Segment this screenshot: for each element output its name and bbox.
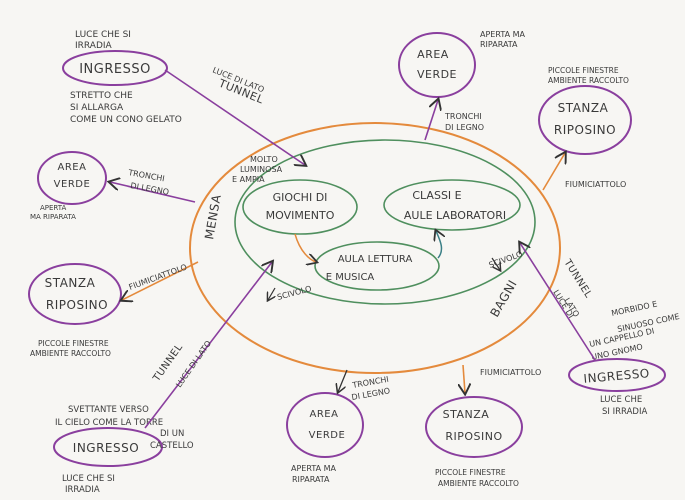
classi-node-outline	[383, 179, 521, 231]
stanza-bottom-note: PICCOLE FINESTRE	[435, 468, 506, 477]
center-note: E AMPIA	[232, 175, 265, 184]
stanza-left-edge-label: FIUMICIATTOLO	[128, 262, 189, 291]
ingresso-bottom-left-note: IL CIELO COME LA TORRE	[55, 418, 163, 428]
ingresso-right-note: LUCE CHE	[600, 395, 642, 405]
ingresso-bottom-left-edge	[144, 262, 272, 429]
ingresso-bottom-left-note: LUCE CHE SI	[62, 474, 115, 484]
ingresso-right-edge	[520, 243, 596, 361]
center-note: LUMINOSA	[240, 165, 283, 174]
aula-node-outline	[314, 241, 440, 291]
ingresso-bottom-left-label: INGRESSO	[73, 441, 139, 455]
area-verde-top-note: RIPARATA	[480, 40, 518, 49]
giochi-label: MOVIMENTO	[266, 209, 335, 222]
area-verde-top-note: APERTA MA	[480, 30, 526, 39]
ingresso-top-note: IRRADIA	[75, 41, 113, 51]
center-note: MOLTO	[250, 155, 278, 164]
stanza-top-right-label: STANZA	[558, 101, 609, 115]
area-verde-top-label: VERDE	[417, 68, 457, 81]
stanza-left-outline	[28, 263, 122, 325]
bagni-label: BAGNI	[487, 277, 519, 319]
stanza-bottom-edge-label: FIUMICIATTOLO	[480, 368, 541, 377]
stanza-top-right-outline	[538, 85, 632, 155]
stanza-bottom-label: RIPOSINO	[445, 430, 502, 443]
ingresso-top-note: COME UN CONO GELATO	[70, 115, 182, 125]
area-verde-top-label: AREA	[417, 48, 449, 61]
ingresso-right-note: SI IRRADIA	[602, 407, 647, 417]
area-verde-left-edge-label: DI LEGNO	[130, 181, 170, 197]
ingresso-top-outline	[62, 50, 168, 86]
scivolo-right-arrow	[491, 257, 500, 270]
area-verde-left-note: APERTA	[40, 204, 67, 212]
learning-area-outline	[234, 139, 536, 305]
area-verde-top-edge	[424, 100, 438, 141]
giochi-node-outline	[242, 179, 358, 235]
area-verde-bottom-note: RIPARATA	[292, 475, 330, 484]
stanza-left-edge	[122, 261, 199, 300]
giochi-to-aula-arrow	[294, 233, 316, 262]
ingresso-right-label: INGRESSO	[583, 366, 650, 386]
ingresso-bottom-left-note: SVETTANTE VERSO	[68, 405, 149, 415]
giochi-label: GIOCHI DI	[273, 191, 328, 204]
aula-label: AULA LETTURA	[338, 254, 413, 265]
classi-label: AULE LABORATORI	[404, 209, 506, 222]
stanza-top-right-edge	[542, 153, 565, 191]
stanza-top-right-note: AMBIENTE RACCOLTO	[548, 76, 629, 85]
stanza-left-label: STANZA	[45, 276, 96, 290]
mensa-label: MENSA	[202, 193, 224, 240]
area-verde-top-outline	[398, 32, 476, 98]
area-verde-left-outline	[37, 151, 107, 205]
area-verde-top-edge-label: TRONCHI	[444, 112, 482, 121]
ingresso-right-note: MORBIDO E	[611, 299, 659, 318]
ingresso-top-label: INGRESSO	[79, 62, 151, 77]
scivolo-right-label: SCIVOLO	[488, 249, 524, 269]
aula-label: E MUSICA	[326, 272, 375, 283]
ingresso-bottom-left-note: DI UN	[160, 429, 184, 439]
school-outline	[189, 122, 561, 374]
stanza-top-right-edge-label: FIUMICIATTOLO	[565, 180, 626, 189]
stanza-bottom-edge	[463, 364, 465, 393]
ingresso-top-edge	[164, 69, 305, 165]
stanza-top-right-note: PICCOLE FINESTRE	[548, 66, 619, 75]
area-verde-left-note: MA RIPARATA	[30, 213, 76, 221]
ingresso-right-outline	[568, 358, 666, 392]
classi-label: CLASSI E	[412, 189, 461, 202]
ingresso-bottom-left-note: CASTELLO	[150, 441, 194, 451]
area-verde-bottom-outline	[286, 392, 364, 458]
ingresso-right-edge-label: TUNNEL	[561, 257, 594, 300]
area-verde-bottom-note: APERTA MA	[291, 464, 337, 473]
stanza-left-note: AMBIENTE RACCOLTO	[30, 349, 111, 358]
area-verde-bottom-label: AREA	[310, 409, 339, 420]
ingresso-top-note: SI ALLARGA	[70, 103, 124, 113]
stanza-left-note: PICCOLE FINESTRE	[38, 339, 109, 348]
scivolo-left-arrow	[268, 287, 275, 300]
aula-to-classi-arrow	[436, 231, 442, 259]
ingresso-bottom-left-outline	[53, 427, 163, 467]
stanza-bottom-note: AMBIENTE RACCOLTO	[438, 479, 519, 488]
ingresso-top-note: LUCE CHE SI	[75, 30, 131, 40]
area-verde-bottom-label: VERDE	[309, 430, 346, 441]
stanza-top-right-label: RIPOSINO	[554, 123, 616, 137]
ingresso-bottom-left-note: IRRADIA	[65, 485, 100, 495]
area-verde-left-label: VERDE	[54, 179, 91, 190]
area-verde-left-label: AREA	[58, 162, 87, 173]
stanza-bottom-outline	[425, 396, 523, 458]
stanza-bottom-label: STANZA	[443, 408, 490, 421]
ingresso-top-note: STRETTO CHE	[70, 91, 133, 101]
area-verde-top-edge-label: DI LEGNO	[445, 123, 484, 132]
area-verde-left-edge	[110, 182, 196, 203]
area-verde-bottom-edge	[338, 369, 348, 392]
stanza-left-label: RIPOSINO	[46, 298, 108, 312]
